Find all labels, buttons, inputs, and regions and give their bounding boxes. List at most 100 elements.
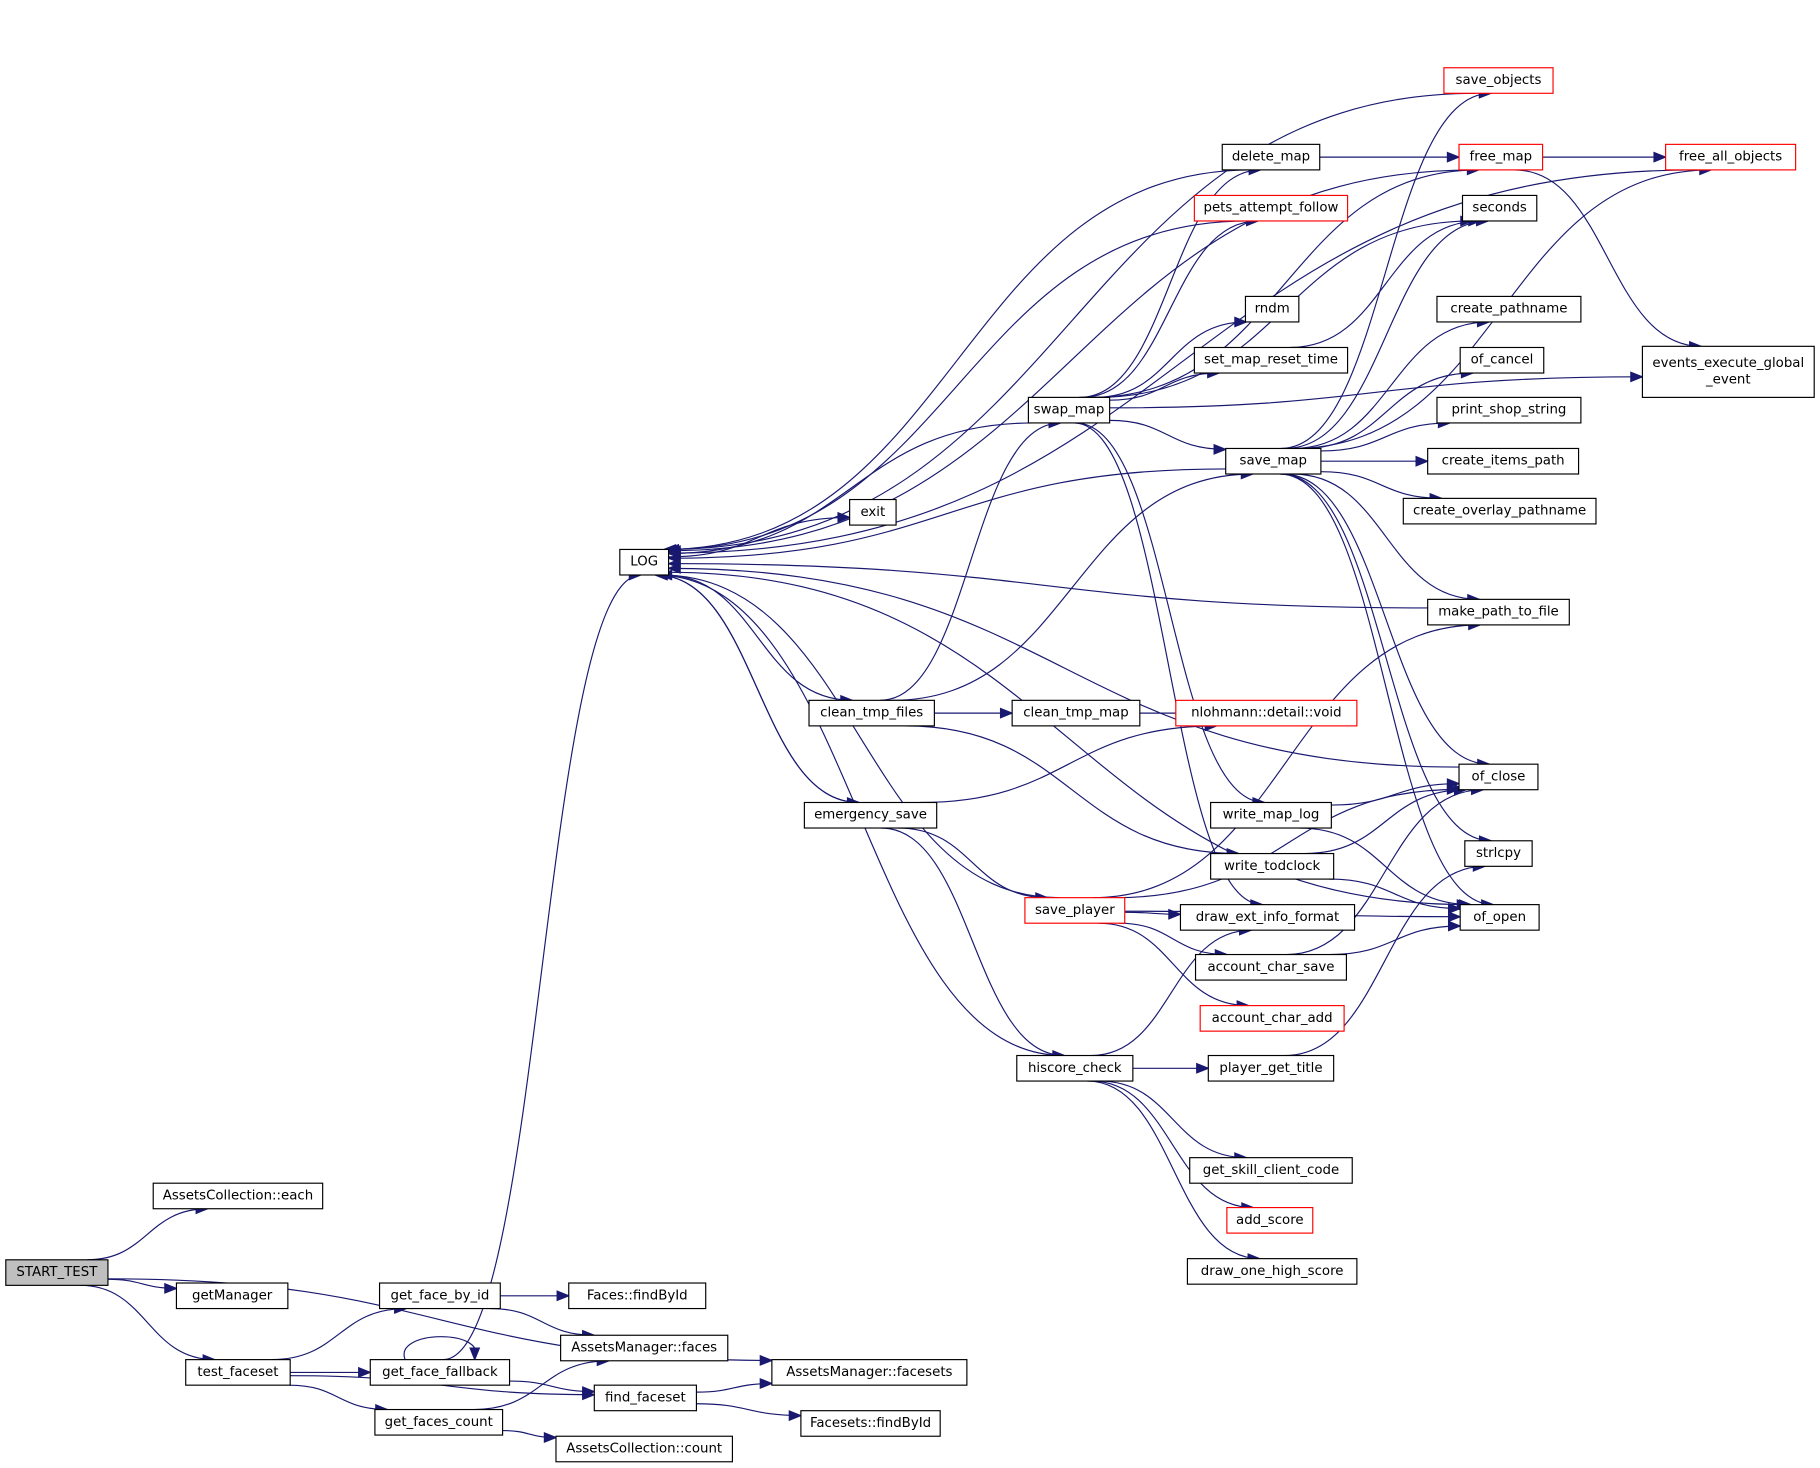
node-box [1193, 346, 1349, 374]
edge-line [1284, 220, 1489, 450]
node-box [803, 801, 938, 829]
node-hiscore-check[interactable]: hiscore_check [1016, 1054, 1134, 1082]
edge-line [1079, 169, 1261, 398]
node-box [1665, 143, 1797, 171]
edge-line [905, 725, 1239, 855]
node-box [1225, 447, 1322, 475]
node-delete-map[interactable]: delete_map [1221, 143, 1321, 171]
edge-clean-tmp-files-to-save-map [892, 468, 1255, 701]
edge-line [880, 827, 1065, 1057]
node-get-skill-client-code[interactable]: get_skill_client_code [1189, 1157, 1353, 1184]
node-events-execute-global-event[interactable]: events_execute_global_event [1641, 345, 1815, 398]
edge-log-to-clean-tmp-files [663, 574, 855, 706]
node-create-pathname[interactable]: create_pathname [1436, 295, 1582, 323]
node-create-overlay-pathname[interactable]: create_overlay_pathname [1402, 497, 1597, 525]
node-box [1210, 852, 1335, 880]
node-get-faces-count[interactable]: get_faces_count [374, 1408, 504, 1436]
node-pets-attempt-follow[interactable]: pets_attempt_follow [1193, 194, 1349, 222]
node-get-face-fallback[interactable]: get_face_fallback [369, 1359, 511, 1386]
node-assetscollection-each[interactable]: AssetsCollection::each [152, 1182, 324, 1210]
node-faces-findbyid[interactable]: Faces::findById [568, 1282, 707, 1310]
node-get-face-by-id[interactable]: get_face_by_id [378, 1282, 501, 1310]
node-create-items-path[interactable]: create_items_path [1427, 447, 1580, 475]
node-box [1427, 598, 1570, 626]
node-find-faceset[interactable]: find_faceset [593, 1384, 698, 1412]
node-write-todclock[interactable]: write_todclock [1210, 852, 1335, 880]
node-label: rndm [1255, 302, 1290, 317]
node-box [374, 1408, 504, 1436]
node-label: draw_ext_info_format [1196, 910, 1340, 925]
node-box [1016, 1054, 1134, 1082]
node-account-char-add[interactable]: account_char_add [1199, 1005, 1345, 1032]
edge-get-face-fallback-to-find-faceset [509, 1380, 596, 1398]
edge-line [1109, 372, 1220, 401]
node-box [560, 1334, 729, 1362]
node-label: free_map [1470, 150, 1533, 165]
node-box [175, 1282, 289, 1310]
node-box [1436, 295, 1582, 323]
node-add-score[interactable]: add_score [1226, 1206, 1314, 1234]
node-box [800, 1410, 941, 1437]
node-seconds[interactable]: seconds [1461, 194, 1538, 222]
node-assetscollection-count[interactable]: AssetsCollection::count [555, 1435, 733, 1463]
arrowhead-icon [164, 1282, 178, 1294]
edge-swap-map-to-draw-ext-info-format [1074, 422, 1265, 911]
node-write-map-log[interactable]: write_map_log [1210, 801, 1332, 829]
node-of-close[interactable]: of_close [1458, 763, 1539, 791]
node-box [1207, 1054, 1335, 1082]
node-box [555, 1435, 733, 1463]
node-clean-tmp-files[interactable]: clean_tmp_files [808, 699, 935, 727]
node-print-shop-string[interactable]: print_shop_string [1436, 396, 1582, 424]
node-player-get-title[interactable]: player_get_title [1207, 1054, 1335, 1082]
node-draw-one-high-score[interactable]: draw_one_high_score [1186, 1258, 1358, 1285]
node-free-map[interactable]: free_map [1458, 143, 1544, 171]
node-make-path-to-file[interactable]: make_path_to_file [1427, 598, 1570, 626]
node-swap-map[interactable]: swap_map [1027, 396, 1111, 424]
edge-line [668, 571, 1469, 906]
edge-delete-map-to-log [662, 169, 1252, 555]
node-start-test[interactable]: START_TEST [5, 1259, 109, 1286]
node-label: write_todclock [1224, 859, 1321, 874]
node-save-player[interactable]: save_player [1024, 897, 1126, 924]
node-set-map-reset-time[interactable]: set_map_reset_time [1193, 346, 1349, 374]
node-box [1443, 67, 1554, 94]
edge-line [271, 1307, 407, 1361]
arrowhead-icon [999, 707, 1014, 719]
node-exit[interactable]: exit [849, 498, 897, 526]
edge-line [1099, 1080, 1247, 1159]
edge-line [1320, 422, 1451, 452]
node-account-char-save[interactable]: account_char_save [1194, 953, 1348, 981]
node-clean-tmp-map[interactable]: clean_tmp_map [1011, 699, 1141, 727]
arrowhead-icon [667, 562, 681, 574]
edge-line [1075, 422, 1265, 804]
node-log[interactable]: LOG [619, 548, 670, 576]
node-free-all-objects[interactable]: free_all_objects [1665, 143, 1797, 171]
edge-hiscore-check-to-get-skill-client-code [1099, 1080, 1249, 1164]
node-save-map[interactable]: save_map [1225, 447, 1322, 475]
node-of-cancel[interactable]: of_cancel [1459, 346, 1545, 374]
node-emergency-save[interactable]: emergency_save [803, 801, 938, 829]
node-assetsmanager-facesets[interactable]: AssetsManager::facesets [771, 1359, 968, 1386]
edge-clean-tmp-files-to-clean-tmp-map [934, 707, 1014, 719]
node-facesets-findbyid[interactable]: Facesets::findById [800, 1410, 941, 1437]
node-save-objects[interactable]: save_objects [1443, 67, 1554, 94]
edge-get-face-fallback-to-log [443, 569, 643, 1361]
node-of-open[interactable]: of_open [1459, 904, 1540, 931]
node-box [808, 699, 935, 727]
edge-line [668, 468, 1226, 559]
node-nlohmann-detail-void[interactable]: nlohmann::detail::void [1175, 699, 1358, 727]
node-box [1459, 346, 1545, 374]
node-box [593, 1384, 698, 1412]
node-strlcpy[interactable]: strlcpy [1464, 840, 1533, 867]
node-test-faceset[interactable]: test_faceset [185, 1359, 291, 1386]
node-rndm[interactable]: rndm [1244, 295, 1300, 323]
edge-line [443, 574, 641, 1361]
node-draw-ext-info-format[interactable]: draw_ext_info_format [1179, 904, 1356, 931]
arrowhead-icon [1446, 783, 1461, 795]
node-getmanager[interactable]: getManager [175, 1282, 289, 1310]
node-box [1189, 1157, 1353, 1184]
edge-line [1284, 865, 1485, 1057]
node-label: pets_attempt_follow [1203, 201, 1338, 216]
edge-line [1299, 827, 1472, 906]
node-assetsmanager-faces[interactable]: AssetsManager::faces [560, 1334, 729, 1362]
